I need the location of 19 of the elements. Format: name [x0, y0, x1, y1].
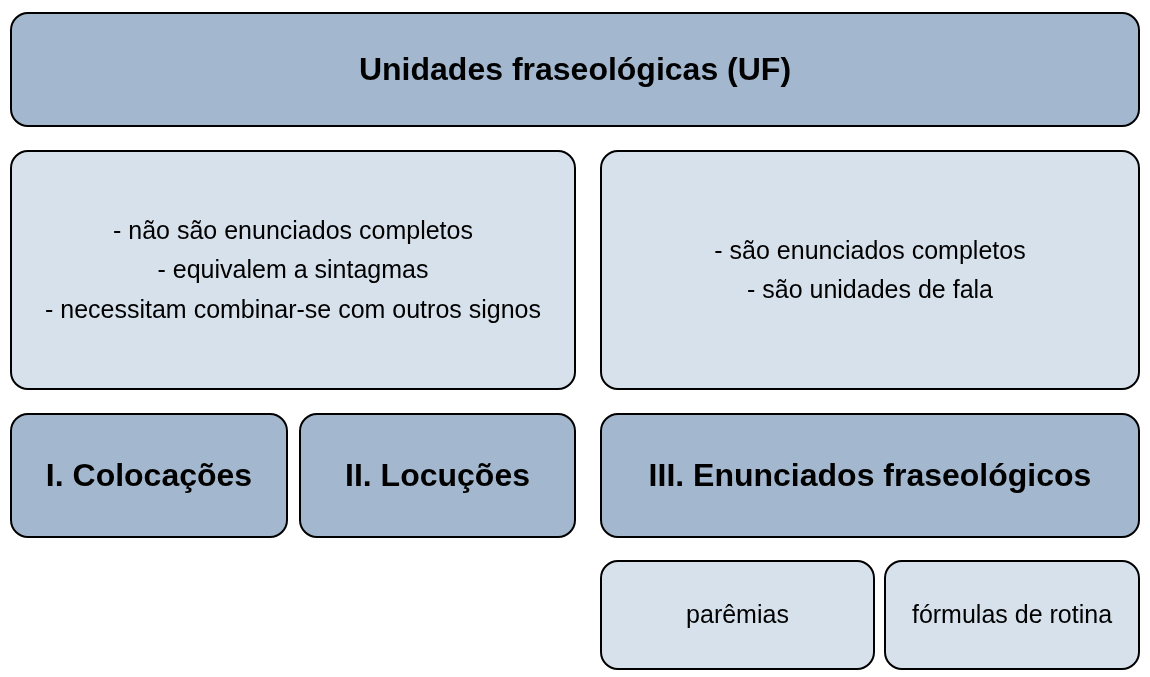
- heading-text: III. Enunciados fraseológicos: [648, 457, 1092, 494]
- body-text: - são enunciados completos: [714, 234, 1026, 266]
- description-box: [10, 150, 576, 390]
- category-box: [299, 413, 576, 538]
- heading-text: II. Locuções: [345, 457, 530, 494]
- body-text: - necessitam combinar-se com outros signos: [45, 293, 541, 325]
- title-box: [10, 12, 1140, 127]
- category-box: [600, 413, 1140, 538]
- subcategory-box: [600, 560, 875, 670]
- body-text: - equivalem a sintagmas: [157, 254, 429, 286]
- body-text: - não são enunciados completos: [113, 215, 473, 247]
- heading-text: Unidades fraseológicas (UF): [358, 51, 792, 88]
- body-text: - são unidades de fala: [747, 274, 993, 305]
- heading-text: I. Colocações: [45, 457, 253, 494]
- category-box: [10, 413, 288, 538]
- body-text: fórmulas de rotina: [911, 599, 1113, 631]
- subcategory-box: [884, 560, 1140, 670]
- body-text: parêmias: [686, 599, 789, 631]
- description-box: [600, 150, 1140, 390]
